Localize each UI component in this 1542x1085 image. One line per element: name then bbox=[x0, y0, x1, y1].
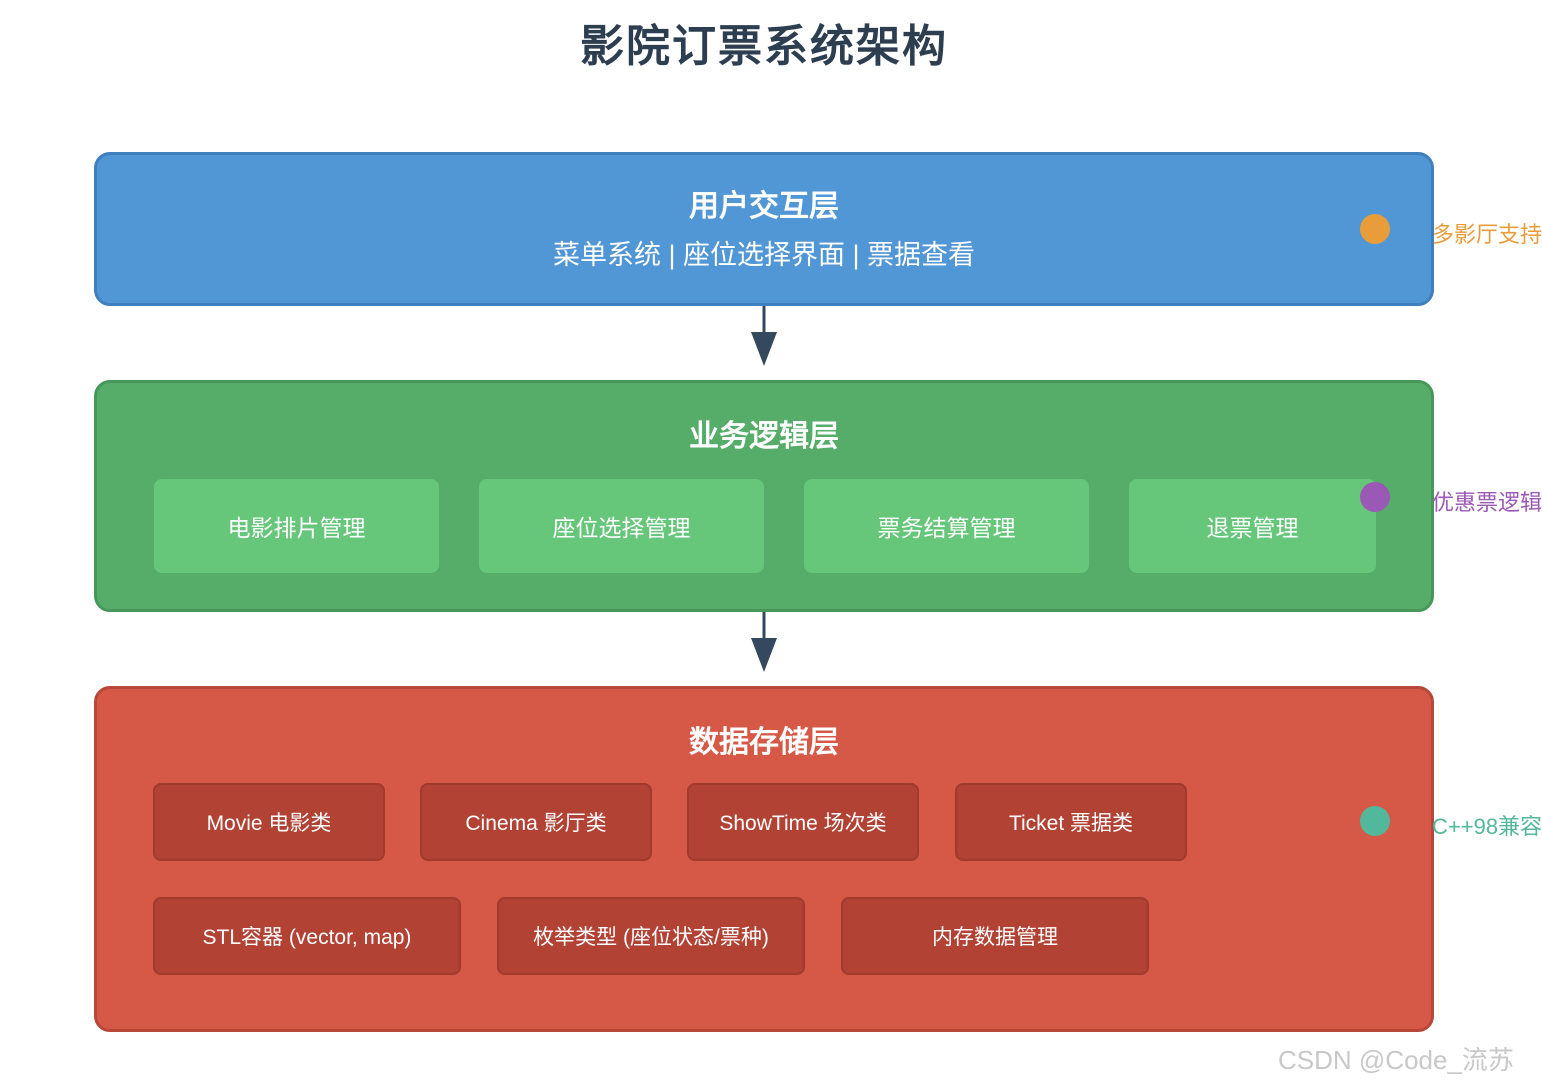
arrow-down-icon bbox=[751, 612, 777, 672]
ui-layer: 用户交互层 菜单系统 | 座位选择界面 | 票据查看 bbox=[94, 152, 1434, 306]
feature-dot-orange bbox=[1360, 214, 1390, 244]
class-showtime: ShowTime 场次类 bbox=[687, 783, 919, 861]
ui-layer-title: 用户交互层 bbox=[689, 190, 839, 223]
business-layer-title: 业务逻辑层 bbox=[689, 420, 839, 453]
arrow-down-icon bbox=[751, 306, 777, 366]
ui-layer-subtitle: 菜单系统 | 座位选择界面 | 票据查看 bbox=[552, 240, 976, 270]
component-memory-management: 内存数据管理 bbox=[841, 897, 1149, 975]
class-ticket: Ticket 票据类 bbox=[955, 783, 1187, 861]
diagram-title: 影院订票系统架构 bbox=[580, 22, 948, 71]
component-stl-containers: STL容器 (vector, map) bbox=[153, 897, 461, 975]
business-layer: 业务逻辑层 电影排片管理 座位选择管理 票务结算管理 退票管理 bbox=[94, 380, 1434, 612]
feature-label-discount: 优惠票逻辑 bbox=[1432, 490, 1542, 515]
module-refund: 退票管理 bbox=[1129, 479, 1376, 573]
module-movie-scheduling: 电影排片管理 bbox=[154, 479, 439, 573]
data-layer: 数据存储层 Movie 电影类 Cinema 影厅类 ShowTime 场次类 … bbox=[94, 686, 1434, 1032]
feature-label-multi-hall: 多影厅支持 bbox=[1432, 222, 1542, 247]
feature-dot-teal bbox=[1360, 806, 1390, 836]
module-ticket-settlement: 票务结算管理 bbox=[804, 479, 1089, 573]
watermark: CSDN @Code_流苏 bbox=[1278, 1045, 1514, 1075]
component-enum-types: 枚举类型 (座位状态/票种) bbox=[497, 897, 805, 975]
feature-dot-purple bbox=[1360, 482, 1390, 512]
class-cinema: Cinema 影厅类 bbox=[420, 783, 652, 861]
module-seat-selection: 座位选择管理 bbox=[479, 479, 764, 573]
feature-label-cpp98: C++98兼容 bbox=[1432, 814, 1542, 839]
data-layer-title: 数据存储层 bbox=[689, 726, 839, 759]
class-movie: Movie 电影类 bbox=[153, 783, 385, 861]
